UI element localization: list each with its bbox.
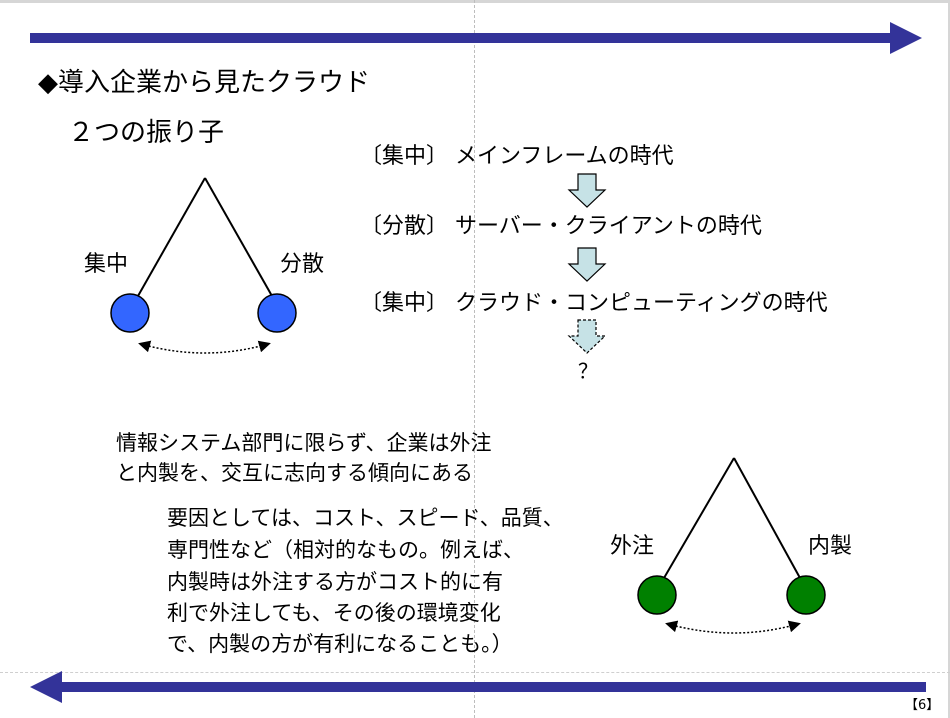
pendulum1-left-label: 集中 xyxy=(84,252,129,277)
era-client-server: 〔分散〕 サーバー・クライアントの時代 xyxy=(360,214,762,239)
pendulum2-right-label: 内製 xyxy=(808,534,853,559)
down-arrow-dashed xyxy=(567,319,607,354)
pendulum1-right-label: 分散 xyxy=(280,252,325,277)
paragraph-line: 要因としては、コスト、スピード、品質、 xyxy=(167,506,564,530)
pendulum2-left-label: 外注 xyxy=(610,534,655,559)
timeline-arrow-left xyxy=(30,671,926,703)
slide-title: ◆導入企業から見たクラウド xyxy=(38,68,370,98)
paragraph-line: で、内製の方が有利になることも。） xyxy=(167,632,513,656)
swing-arrow xyxy=(665,620,801,634)
pendulum-outsource-insource xyxy=(637,457,826,634)
horizontal-guide-line xyxy=(0,672,950,673)
swing-arrow xyxy=(138,340,271,354)
pendulum-bob-right xyxy=(786,575,826,615)
slide-subtitle: ２つの振り子 xyxy=(68,118,225,148)
next-era-question: ？ xyxy=(578,359,598,383)
paragraph-line: 専門性など（相対的なもの。例えば、 xyxy=(167,538,524,562)
era-mainframe: 〔集中〕 メインフレームの時代 xyxy=(360,144,674,169)
page-number: 【6】 xyxy=(905,698,940,713)
pendulum-bob-left xyxy=(637,575,677,615)
pendulum-bob-left xyxy=(110,293,150,333)
pendulum-bob-right xyxy=(257,293,297,333)
paragraph-line: 内製時は外注する方がコスト的に有 xyxy=(167,570,503,594)
paragraph-line: 利で外注しても、その後の環境変化 xyxy=(167,601,501,625)
slide-top-border xyxy=(0,0,950,3)
down-arrow-1 xyxy=(567,173,607,208)
vertical-guide-line xyxy=(474,0,475,718)
timeline-arrow-right xyxy=(30,22,922,54)
paragraph-line: と内製を、交互に志向する傾向にある xyxy=(116,461,473,485)
slide-right-border xyxy=(948,0,950,718)
paragraph-line: 情報システム部門に限らず、企業は外注 xyxy=(116,431,492,455)
down-arrow-2 xyxy=(567,247,607,282)
era-cloud: 〔集中〕 クラウド・コンピューティングの時代 xyxy=(360,291,828,316)
pendulum-centralize-distribute xyxy=(110,177,297,354)
